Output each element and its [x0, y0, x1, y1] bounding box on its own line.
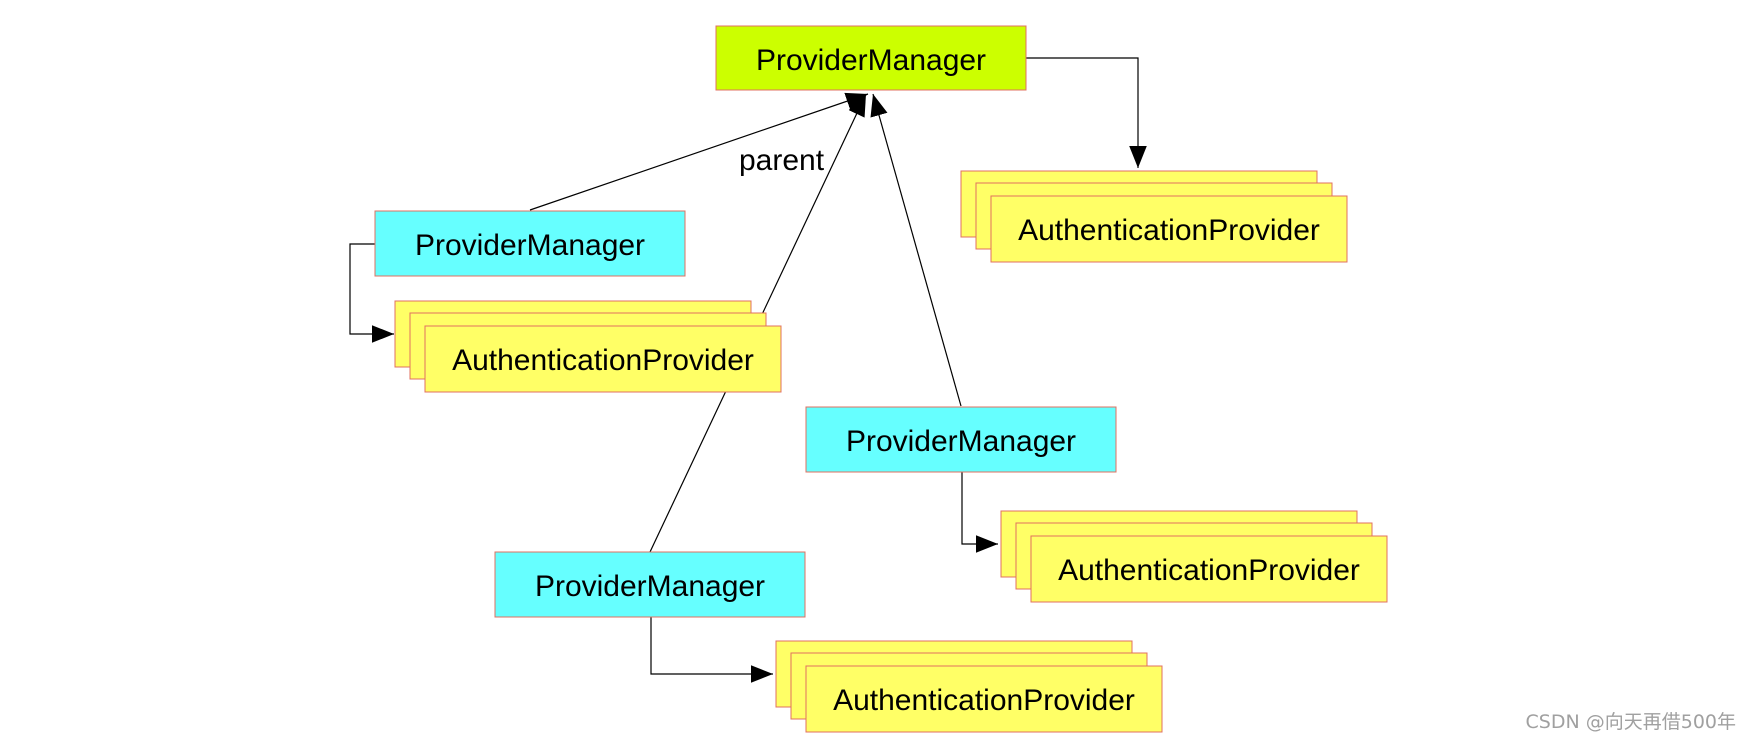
root-providers-label: AuthenticationProvider: [1018, 214, 1320, 247]
middle-manager-node[interactable]: ProviderManager: [805, 406, 1117, 473]
middle-providers-label: AuthenticationProvider: [1058, 554, 1360, 587]
root-manager-box: [715, 25, 1027, 91]
bottom-manager-box: [494, 551, 806, 618]
bottom-manager-node[interactable]: ProviderManager: [494, 551, 806, 618]
bottom-provider-card-front: [805, 665, 1163, 733]
root-provider-card-front: [990, 195, 1348, 263]
edge-root-to-providers: [1026, 57, 1147, 168]
watermark: CSDN @向天再借500年: [1526, 711, 1736, 733]
parent-label: parent: [739, 144, 825, 177]
bottom-manager-label: ProviderManager: [535, 570, 765, 603]
middle-manager-label: ProviderManager: [846, 425, 1076, 458]
bottom-providers-label: AuthenticationProvider: [833, 684, 1135, 717]
edge-middle-to-root: [870, 93, 962, 407]
middle-provider-card-front: [1030, 535, 1388, 603]
left-manager-label: ProviderManager: [415, 229, 645, 262]
left-providers-stack[interactable]: AuthenticationProvider: [394, 300, 782, 393]
left-provider-card-front: [424, 325, 782, 393]
bottom-providers-stack[interactable]: AuthenticationProvider: [775, 640, 1163, 733]
edge-left-to-root: [529, 92, 869, 211]
edge-middle-to-providers: [961, 472, 998, 553]
middle-providers-stack[interactable]: AuthenticationProvider: [1000, 510, 1388, 603]
left-manager-node[interactable]: ProviderManager: [374, 210, 686, 277]
left-manager-box: [374, 210, 686, 277]
edge-bottom-to-providers: [650, 616, 773, 683]
root-manager-node[interactable]: ProviderManager: [715, 25, 1027, 91]
edge-left-to-providers: [349, 243, 394, 343]
root-manager-label: ProviderManager: [756, 44, 986, 77]
provider-edges: [349, 57, 1147, 683]
left-providers-label: AuthenticationProvider: [452, 344, 754, 377]
root-providers-stack[interactable]: AuthenticationProvider: [960, 170, 1348, 263]
middle-manager-box: [805, 406, 1117, 473]
